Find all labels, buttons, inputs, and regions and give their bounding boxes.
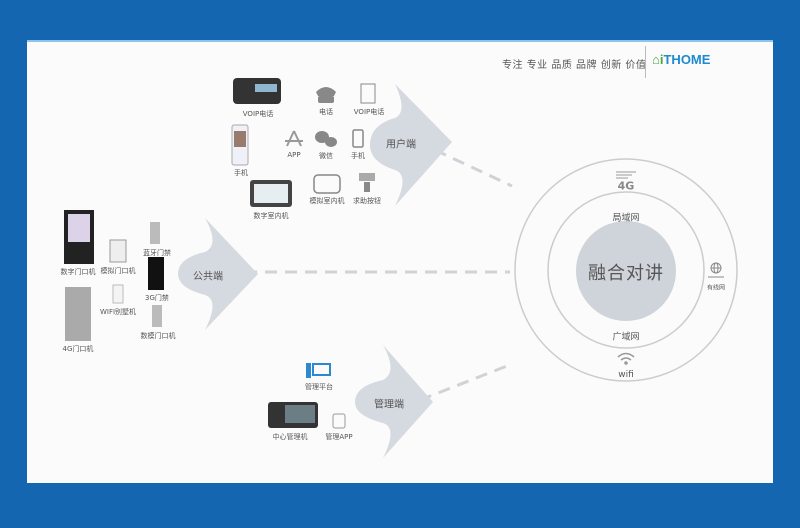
digital-indoor-unit-icon — [250, 180, 292, 207]
device-label: 手机 — [234, 169, 248, 177]
device-label: 数字室内机 — [253, 212, 289, 220]
voip-desk-phone-icon — [233, 78, 281, 104]
telephone-icon — [316, 87, 336, 103]
arrow-public — [178, 218, 258, 330]
device-label: 微信 — [319, 152, 333, 160]
inner-ring — [547, 191, 705, 349]
device-label: VOIP电话 — [242, 110, 274, 118]
device-label: 中心管理机 — [272, 433, 308, 441]
wan-label: 广域网 — [612, 332, 640, 343]
device-label: VOIP电话 — [353, 108, 385, 116]
4g-door-station-icon — [65, 287, 91, 341]
outer-ring — [514, 158, 738, 382]
device-label: 手机 — [351, 152, 365, 160]
4g-label: 4G — [617, 179, 635, 193]
arrow-management — [355, 345, 433, 458]
device-label: 电话 — [319, 108, 333, 116]
globe-icon — [708, 262, 724, 278]
device-label: WIFI别墅机 — [99, 308, 137, 316]
connector-user — [434, 148, 513, 188]
device-label: 管理APP — [325, 433, 353, 441]
digital-door-station-icon — [64, 210, 94, 264]
connector-management — [419, 362, 513, 402]
help-button-icon — [359, 173, 375, 192]
device-label: 数字门口机 — [60, 268, 96, 276]
logo: ⌂iTHOME — [652, 52, 710, 67]
central-management-unit-icon — [268, 402, 318, 428]
header-divider — [645, 46, 646, 78]
wifi-villa-unit-icon — [112, 284, 124, 304]
lan-label: 局域网 — [612, 213, 640, 224]
slogan: 专注 专业 品质 品牌 创新 价值 — [502, 60, 647, 71]
wired-network-label: 有线网 — [706, 284, 726, 292]
user-end-label: 用户端 — [386, 139, 416, 151]
3g-access-icon — [148, 257, 164, 290]
wifi-label: wifi — [618, 370, 634, 380]
device-label: 3G门禁 — [145, 294, 169, 302]
analog-door-station-icon — [109, 239, 127, 263]
app-store-icon — [285, 130, 303, 147]
device-icons — [64, 78, 376, 429]
smartphone-icon — [231, 124, 249, 166]
device-label: 管理平台 — [305, 383, 333, 391]
analog-digital-door-station-icon — [152, 305, 162, 327]
core-circle — [576, 221, 676, 321]
management-platform-icon — [306, 363, 331, 378]
device-label: 求助按钮 — [353, 197, 381, 205]
arrow-user — [370, 84, 452, 206]
management-app-icon — [332, 413, 346, 429]
device-label: 模拟门口机 — [100, 267, 136, 275]
4g-signal-icon — [616, 171, 636, 179]
device-label: APP — [287, 151, 301, 159]
management-end-label: 管理端 — [374, 399, 404, 411]
hub-center-label: 融合对讲 — [588, 263, 664, 284]
wechat-icon — [315, 131, 337, 147]
bluetooth-access-icon — [150, 222, 160, 244]
device-label: 4G门口机 — [62, 345, 94, 353]
device-label: 蓝牙门禁 — [143, 249, 171, 257]
mobile-icon — [352, 129, 364, 148]
wifi-icon — [617, 352, 635, 365]
public-end-label: 公共端 — [193, 271, 223, 283]
device-label: 模拟室内机 — [309, 197, 345, 205]
logo-mark: i — [659, 52, 664, 67]
analog-indoor-unit-icon — [313, 174, 341, 194]
voip-phone-icon — [360, 83, 376, 104]
logo-text: THOME — [663, 52, 711, 67]
logo-house-icon: ⌂ — [652, 52, 660, 67]
device-label: 数模门口机 — [140, 332, 176, 340]
